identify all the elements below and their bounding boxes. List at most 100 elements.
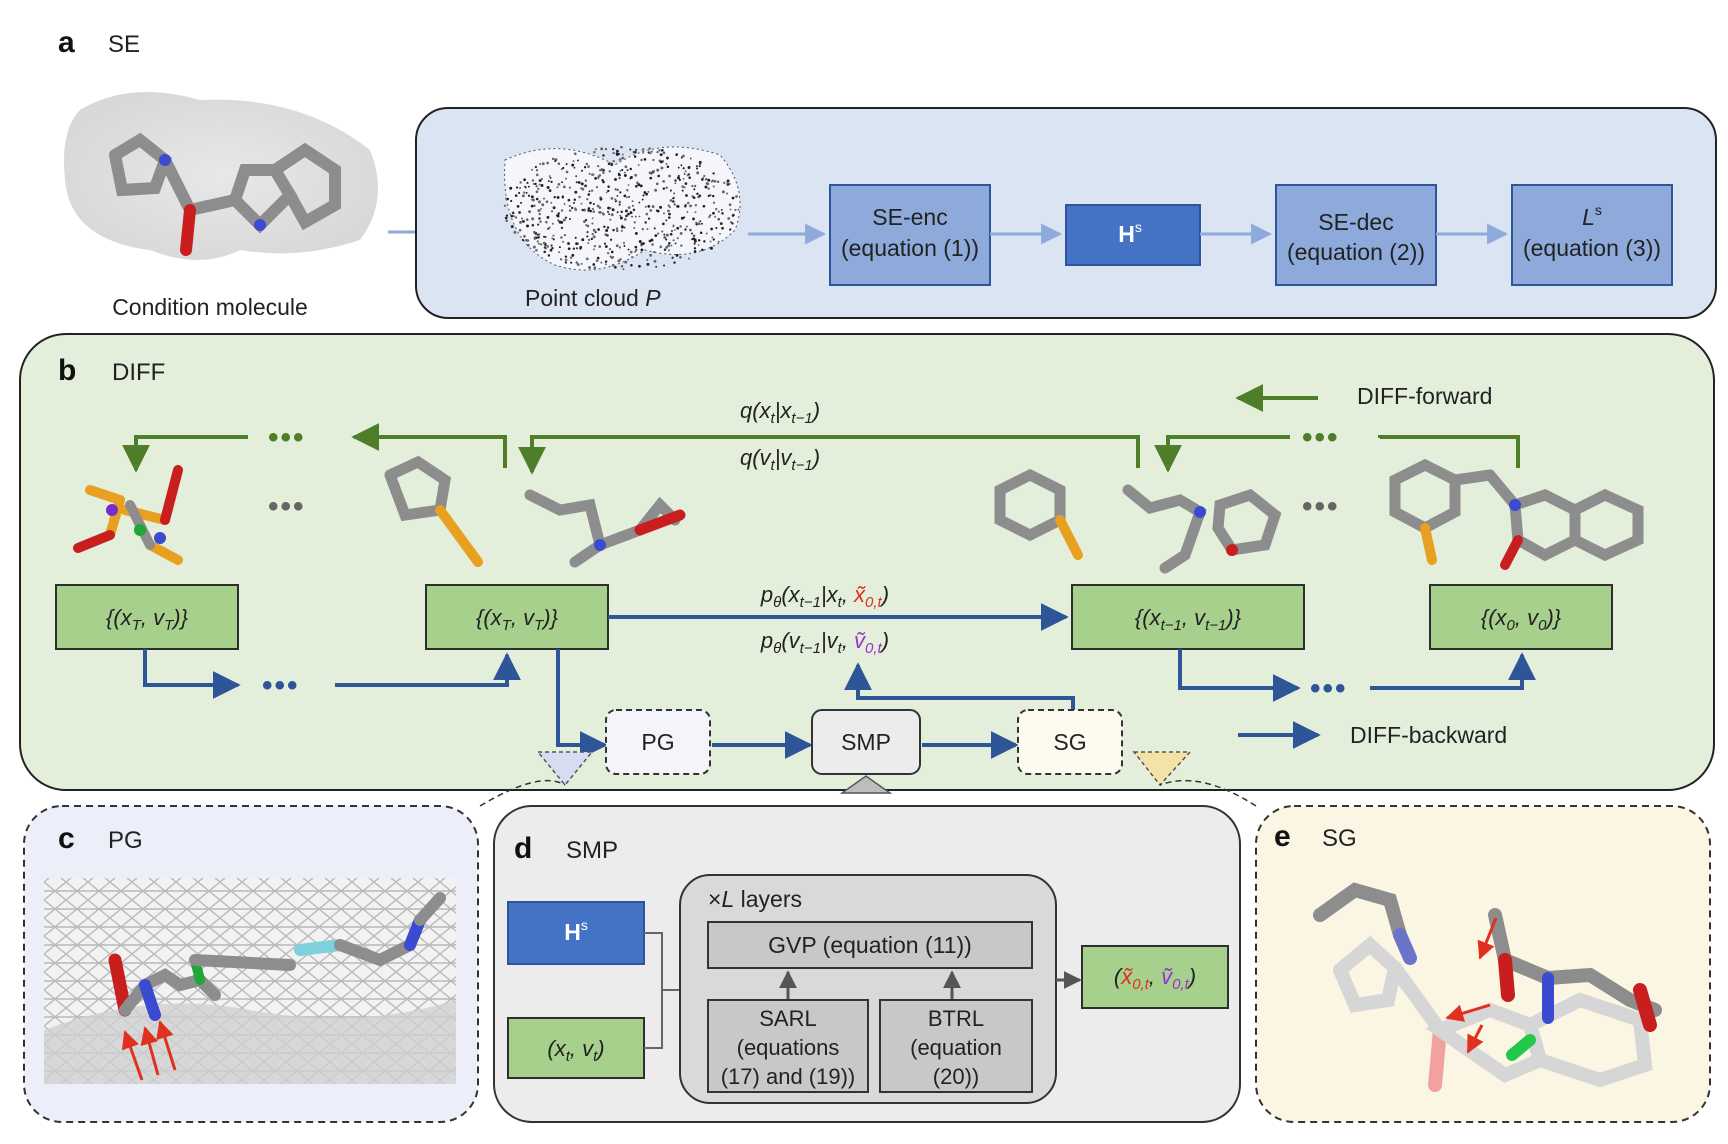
point-cloud-dot	[693, 247, 697, 250]
point-cloud-dot	[531, 179, 535, 182]
point-cloud-dot	[575, 181, 578, 184]
point-cloud-dot	[620, 146, 623, 149]
point-cloud-dot	[643, 158, 647, 161]
point-cloud-dot	[563, 203, 566, 205]
guidance-arrows	[1445, 917, 1498, 1054]
point-cloud-dot	[543, 197, 546, 200]
point-cloud-dot	[586, 198, 589, 201]
point-cloud-dot	[537, 242, 540, 245]
point-cloud-dot	[712, 211, 715, 215]
point-cloud-dot	[573, 152, 577, 156]
point-cloud-dot	[623, 218, 627, 221]
point-cloud-dot	[630, 175, 633, 179]
point-cloud-dot	[576, 263, 580, 267]
point-cloud-dot	[726, 179, 730, 183]
state-box-T-second	[425, 584, 609, 650]
point-cloud-dot	[671, 256, 674, 259]
point-cloud-dot	[573, 201, 575, 204]
point-cloud-dot	[612, 159, 615, 163]
smp-label: SMP	[841, 729, 891, 755]
point-cloud-dot	[619, 216, 623, 220]
point-cloud-dot	[586, 224, 590, 228]
point-cloud-dot	[673, 203, 676, 206]
point-cloud-dot	[673, 229, 676, 231]
point-cloud-dot	[679, 255, 682, 259]
state-T-second-label: {(xT, vT)}	[476, 605, 559, 634]
molecule-icon-noisy	[73, 465, 183, 565]
point-cloud-dot	[731, 196, 735, 200]
point-cloud-dot	[707, 194, 710, 198]
point-cloud-dot	[680, 164, 683, 167]
point-cloud-dot	[557, 182, 561, 186]
point-cloud-dot	[614, 198, 617, 201]
point-cloud-dot	[548, 175, 551, 177]
point-cloud-dot	[650, 150, 653, 153]
point-cloud-dot	[580, 202, 583, 205]
point-cloud-dot	[591, 222, 594, 225]
point-cloud-dot	[659, 245, 663, 249]
point-cloud-dot	[709, 246, 713, 250]
smp-box	[811, 709, 921, 775]
point-cloud-dot	[623, 171, 626, 174]
point-cloud-dot	[677, 174, 680, 177]
point-cloud-dot	[609, 206, 612, 210]
point-cloud-dot	[615, 229, 619, 233]
point-cloud-dot	[587, 207, 591, 210]
point-cloud-dot	[585, 257, 589, 261]
point-cloud-dot	[627, 184, 630, 186]
point-cloud-dot	[521, 238, 525, 242]
point-cloud-dot	[538, 217, 541, 220]
point-cloud-dot	[602, 154, 605, 157]
point-cloud-dot	[576, 247, 578, 250]
point-cloud-dot	[568, 218, 571, 221]
point-cloud-dot	[600, 167, 604, 171]
point-cloud-dot	[719, 232, 721, 235]
point-cloud-dot	[725, 192, 729, 195]
point-cloud-dot	[601, 212, 605, 215]
molecule-icon-benzene	[994, 468, 1083, 560]
point-cloud-dot	[614, 188, 617, 191]
point-cloud-dot	[571, 163, 575, 167]
point-cloud-dot	[538, 183, 541, 186]
point-cloud-dot	[614, 265, 617, 269]
point-cloud-dot	[651, 239, 654, 242]
point-cloud-dot	[578, 195, 581, 199]
point-cloud-dot	[584, 184, 587, 188]
point-cloud-dot	[678, 178, 681, 181]
point-cloud-dot	[539, 163, 542, 166]
point-cloud-dot	[528, 210, 532, 214]
point-cloud-dot	[682, 167, 685, 170]
point-cloud-dot	[512, 215, 515, 218]
point-cloud-dot	[549, 248, 553, 252]
point-cloud-dot	[525, 191, 528, 194]
point-cloud-dot	[720, 209, 723, 211]
point-cloud-dot	[723, 181, 726, 184]
point-cloud-dot	[640, 244, 643, 247]
point-cloud-dot	[675, 253, 679, 257]
point-cloud-dot	[518, 211, 521, 214]
point-cloud-dot	[726, 182, 729, 185]
point-cloud-dot	[735, 195, 738, 198]
point-cloud-dot	[659, 153, 663, 157]
point-cloud-dot	[681, 189, 684, 192]
point-cloud-dot	[609, 218, 612, 221]
point-cloud-dot	[537, 187, 540, 190]
point-cloud-dot	[563, 233, 567, 237]
point-cloud-dot	[535, 197, 539, 201]
panel-b: b DIFF ••• ••• DIFF-forward q(xt|xt−1) q…	[19, 333, 1715, 791]
point-cloud-dot	[704, 178, 707, 181]
panel-d-title: SMP	[566, 837, 618, 864]
point-cloud-dot	[592, 202, 595, 206]
point-cloud-dot	[565, 170, 569, 174]
point-cloud-dot	[667, 209, 670, 213]
point-cloud-dot	[651, 243, 654, 246]
point-cloud-dot	[686, 211, 689, 214]
point-cloud-dot	[688, 176, 691, 179]
point-cloud-dot	[621, 168, 624, 172]
point-cloud-dot	[622, 241, 626, 245]
forward-arrows	[122, 384, 1520, 475]
point-cloud-dot	[701, 248, 704, 252]
point-cloud-dot	[641, 228, 645, 231]
point-cloud-dot	[634, 184, 638, 188]
point-cloud-dot	[691, 184, 694, 188]
